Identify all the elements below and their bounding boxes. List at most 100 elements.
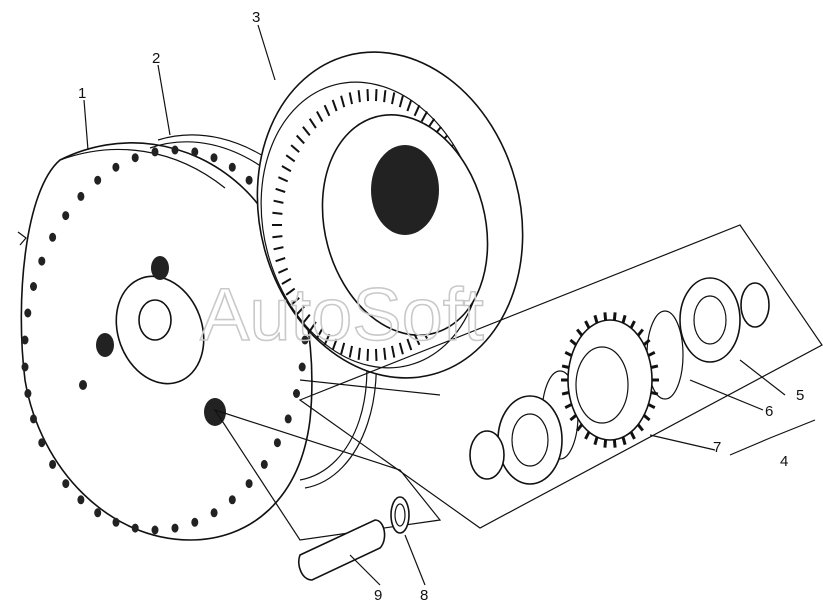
gear-tooth — [603, 312, 608, 321]
bolt-hole — [151, 147, 159, 157]
ring-tooth — [272, 211, 283, 215]
bolt-hole — [171, 145, 179, 155]
gear-tooth — [643, 338, 651, 346]
ring-tooth — [273, 246, 284, 251]
gear-tooth — [569, 338, 577, 346]
bolt-hole — [171, 523, 179, 533]
ring-tooth — [277, 176, 289, 183]
bolt-hole — [210, 508, 218, 518]
bolt-hole — [30, 414, 37, 424]
bolt-hole — [77, 191, 85, 201]
label-part-1: 1 — [78, 85, 86, 102]
pin — [297, 519, 386, 581]
ring-tooth — [295, 305, 305, 316]
gear-tooth — [629, 320, 636, 329]
label-part-5: 5 — [796, 387, 804, 404]
ring-tooth — [331, 99, 338, 112]
ring-tooth — [406, 99, 413, 112]
gear-tooth — [561, 364, 570, 369]
bolt-hole — [94, 508, 102, 518]
ring-tooth — [281, 165, 292, 173]
ring-tooth — [285, 154, 296, 163]
gear-tooth — [650, 364, 659, 369]
ring-tooth — [366, 348, 369, 361]
bolt-hole — [21, 335, 29, 345]
gear-tooth — [650, 391, 659, 396]
bolt-hole — [62, 479, 70, 489]
ring-tooth — [375, 89, 378, 102]
ring-tooth — [275, 187, 286, 193]
gear-tooth — [593, 314, 599, 324]
ring-tooth — [273, 199, 284, 204]
label-part-2: 2 — [152, 50, 160, 67]
bolt-hole — [245, 479, 253, 489]
ring-tooth — [383, 347, 387, 360]
bolt-hole — [94, 175, 102, 185]
ring-tooth — [348, 345, 353, 358]
bolt-hole — [210, 153, 218, 163]
ring-tooth — [331, 338, 338, 351]
gear-tooth — [576, 423, 584, 432]
gear-tooth — [561, 391, 570, 396]
ring-tooth — [406, 338, 413, 351]
flywheel-disc — [17, 142, 313, 541]
ring-tooth — [420, 111, 428, 122]
gear-tooth — [603, 439, 608, 448]
ring-tooth — [383, 90, 387, 103]
bolt-hole — [151, 525, 159, 535]
gear-tooth — [643, 414, 651, 422]
bolt-hole — [293, 389, 300, 398]
ring-tooth — [308, 321, 317, 332]
ring-tooth — [398, 342, 404, 355]
gear-tooth — [593, 436, 599, 446]
label-part-7: 7 — [713, 439, 721, 456]
label-part-4: 4 — [780, 453, 788, 470]
ring-tooth — [285, 287, 296, 296]
ring-tooth — [348, 92, 353, 105]
bolt-hole — [24, 389, 32, 398]
spur-gear-teeth — [561, 312, 659, 448]
ring-tooth — [316, 111, 324, 122]
bolt-hole — [49, 232, 57, 242]
bolt-hole — [273, 438, 281, 448]
bolt-hole — [298, 362, 306, 372]
label-part-8: 8 — [420, 587, 428, 604]
bolt-hole — [191, 517, 199, 527]
ring-tooth — [323, 104, 331, 117]
gear-tooth — [621, 314, 627, 324]
ring-tooth — [398, 95, 404, 108]
bolt-hole — [284, 414, 292, 424]
bearing-right — [679, 277, 770, 363]
label-part-9: 9 — [374, 587, 382, 604]
ring-tooth — [281, 277, 292, 285]
gear-tooth — [636, 423, 644, 432]
bolt-hole — [191, 147, 199, 157]
ring-tooth — [391, 92, 396, 105]
ring-tooth — [295, 134, 305, 145]
ring-tooth — [323, 333, 331, 346]
ring-tooth — [391, 345, 396, 358]
bearing-left — [469, 395, 563, 485]
gear-tooth — [636, 328, 644, 337]
ring-tooth — [413, 104, 421, 117]
ring-tooth — [375, 348, 378, 361]
gear-tooth — [569, 414, 577, 422]
ring-tooth — [302, 313, 311, 324]
bolt-hole — [30, 282, 37, 291]
kit-frame — [298, 224, 823, 529]
watermark-text: AutoSoft — [200, 273, 484, 356]
gear-tooth — [576, 328, 584, 337]
bolt-hole — [228, 495, 236, 505]
bolt-hole — [21, 362, 29, 372]
bolt-hole — [131, 523, 139, 533]
bolt-hole — [38, 256, 46, 266]
ring-tooth — [413, 333, 421, 346]
ring-tooth — [290, 297, 300, 306]
bolt-hole — [49, 459, 57, 469]
bolt-hole — [112, 517, 120, 527]
gear-tooth — [647, 403, 656, 410]
ring-tooth — [308, 118, 317, 129]
ring-gear — [256, 51, 524, 379]
bolt-hole — [24, 308, 32, 318]
